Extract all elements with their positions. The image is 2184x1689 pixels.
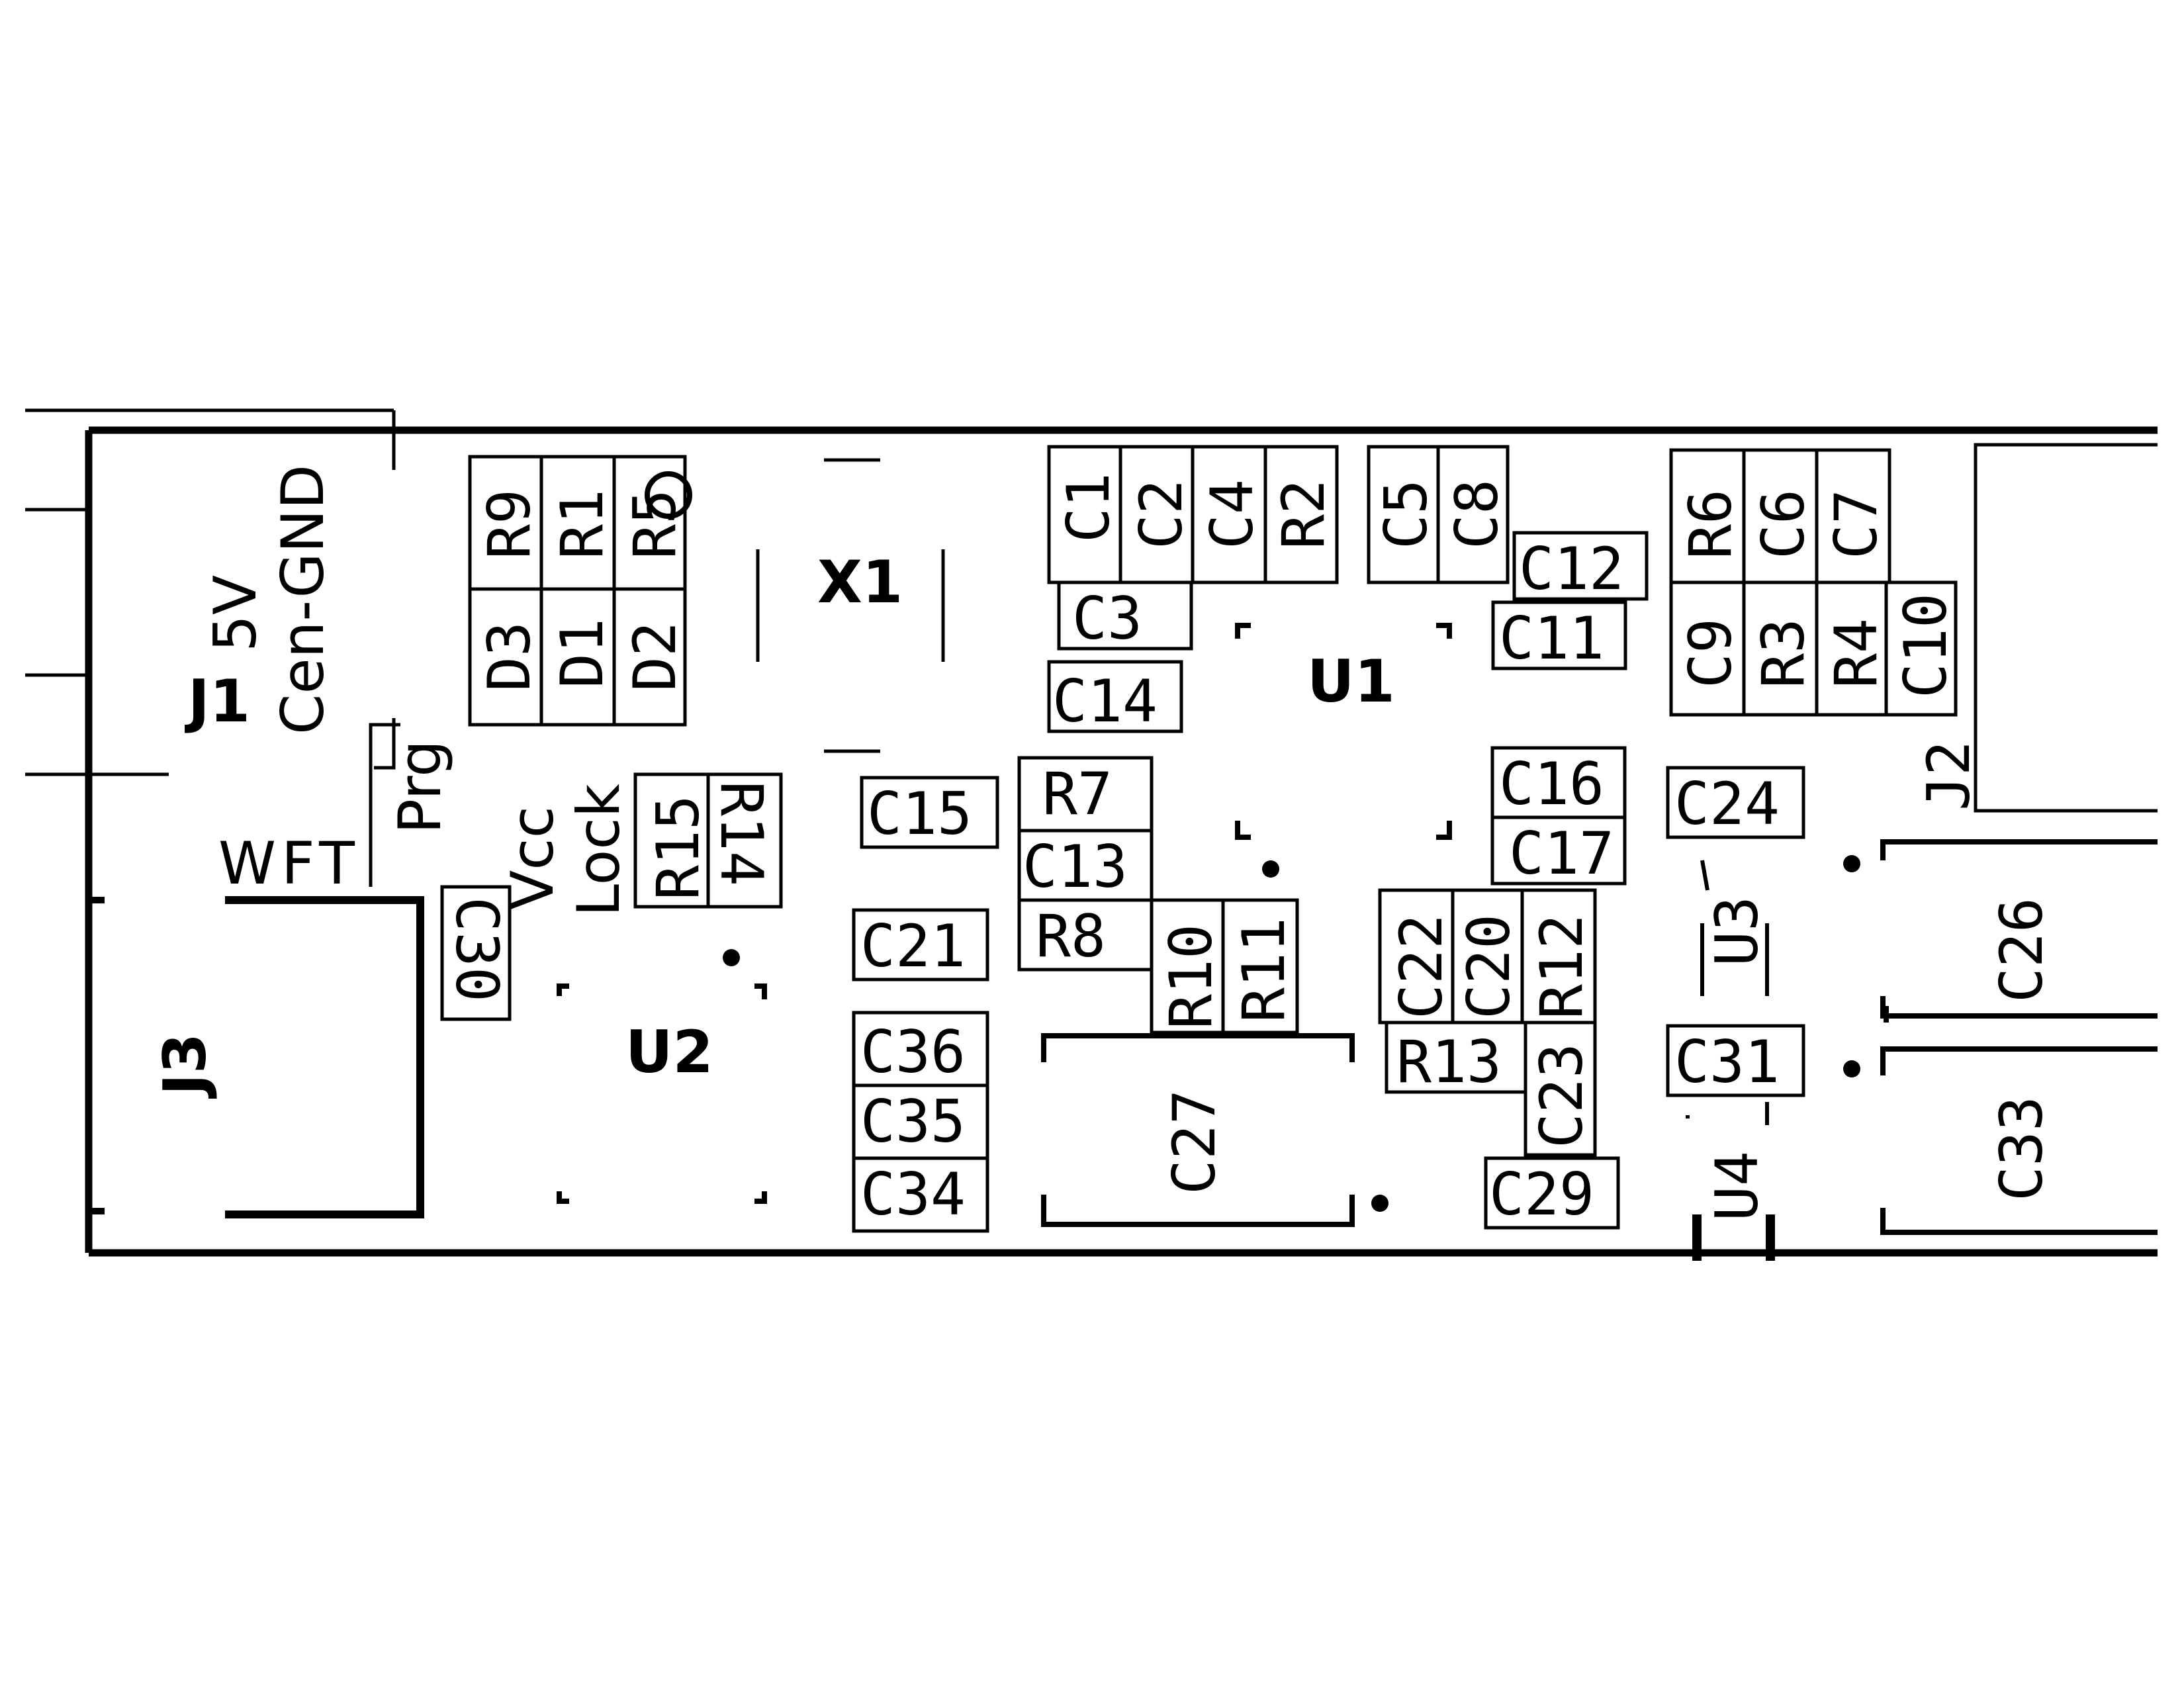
label-c6: C6 (1749, 489, 1817, 559)
label-x1: X1 (817, 548, 903, 616)
label-c7: C7 (1822, 489, 1890, 559)
j3-outline (225, 896, 424, 1218)
label-c3: C3 (1072, 584, 1142, 653)
label-r10: R10 (1157, 924, 1225, 1029)
label-r9: R9 (475, 489, 543, 559)
label-c23: C23 (1527, 1043, 1596, 1148)
label-u3: U3 (1703, 896, 1771, 966)
label-d1: D1 (548, 618, 616, 688)
label-d2: D2 (621, 621, 689, 692)
label-c36: C36 (860, 1018, 966, 1086)
x1-outline (756, 458, 945, 753)
label-r7: R7 (1042, 760, 1113, 828)
u2-corners (557, 949, 767, 1204)
label-c17: C17 (1509, 819, 1614, 888)
label-r6: R6 (1676, 489, 1745, 559)
label-c31: C31 (1674, 1028, 1780, 1096)
label-r2: R2 (1269, 479, 1338, 549)
label-cen-gnd: Cen-GND (269, 465, 337, 735)
j2-outline (1974, 443, 2158, 813)
label-c8: C8 (1443, 479, 1511, 549)
label-c14: C14 (1052, 667, 1158, 735)
label-r14: R14 (707, 781, 776, 886)
c27-outline (1041, 1033, 1388, 1227)
label-u2: U2 (625, 1018, 713, 1086)
label-r11: R11 (1230, 917, 1298, 1023)
label-u1: U1 (1307, 647, 1395, 715)
label-c30: C30 (443, 897, 511, 1002)
label-r12: R12 (1527, 914, 1596, 1019)
r5-pin1-marker (645, 471, 692, 519)
prg-tick (374, 718, 396, 770)
j1-header-lines (25, 408, 396, 776)
label-c11: C11 (1499, 604, 1604, 672)
label-c21: C21 (860, 912, 966, 980)
label-lock: Lock (565, 784, 633, 917)
label-c13: C13 (1023, 833, 1128, 901)
label-u4: U4 (1703, 1151, 1771, 1221)
label-j2: J2 (1915, 741, 1983, 811)
u3-u4-outline (1686, 860, 1775, 1261)
label-j1: J1 (185, 667, 250, 735)
label-c12: C12 (1519, 535, 1624, 603)
label-5v: 5V (201, 575, 269, 652)
component-boxes (440, 445, 1958, 1233)
label-c26: C26 (1987, 897, 2056, 1003)
label-c9: C9 (1676, 618, 1745, 688)
label-r3: R3 (1749, 618, 1817, 688)
board-outline (85, 426, 2158, 1257)
label-r5: R5 (621, 489, 689, 559)
label-c15: C15 (867, 780, 972, 848)
label-prg: Prg (386, 740, 454, 834)
label-c29: C29 (1489, 1160, 1594, 1228)
label-c16: C16 (1499, 750, 1604, 818)
label-r1: R1 (548, 489, 616, 559)
label-c33: C33 (1987, 1096, 2056, 1201)
label-wft: WFT (218, 829, 360, 897)
label-c20: C20 (1455, 914, 1523, 1019)
label-r4: R4 (1822, 618, 1890, 688)
wft-bracket (369, 723, 400, 887)
label-c24: C24 (1674, 770, 1780, 838)
label-j3: J3 (151, 1033, 219, 1099)
label-c34: C34 (860, 1160, 966, 1228)
label-r13: R13 (1396, 1028, 1502, 1096)
label-c27: C27 (1160, 1089, 1228, 1195)
label-c10: C10 (1891, 593, 1960, 698)
label-vcc: Vcc (498, 806, 567, 910)
label-c1: C1 (1054, 473, 1122, 543)
label-c22: C22 (1387, 914, 1455, 1019)
label-c2: C2 (1127, 479, 1195, 549)
label-c35: C35 (860, 1087, 966, 1156)
label-c4: C4 (1198, 479, 1266, 549)
label-r8: R8 (1036, 902, 1106, 970)
c26-c33-outline (1843, 839, 2158, 1235)
labels: J1 J3 5V Cen-GND Prg Vcc Lock WFT R9 R1 … (151, 465, 2056, 1228)
u1-corners (1235, 623, 1452, 878)
label-d3: D3 (475, 621, 543, 692)
label-c5: C5 (1372, 479, 1440, 549)
label-r15: R15 (644, 795, 712, 900)
